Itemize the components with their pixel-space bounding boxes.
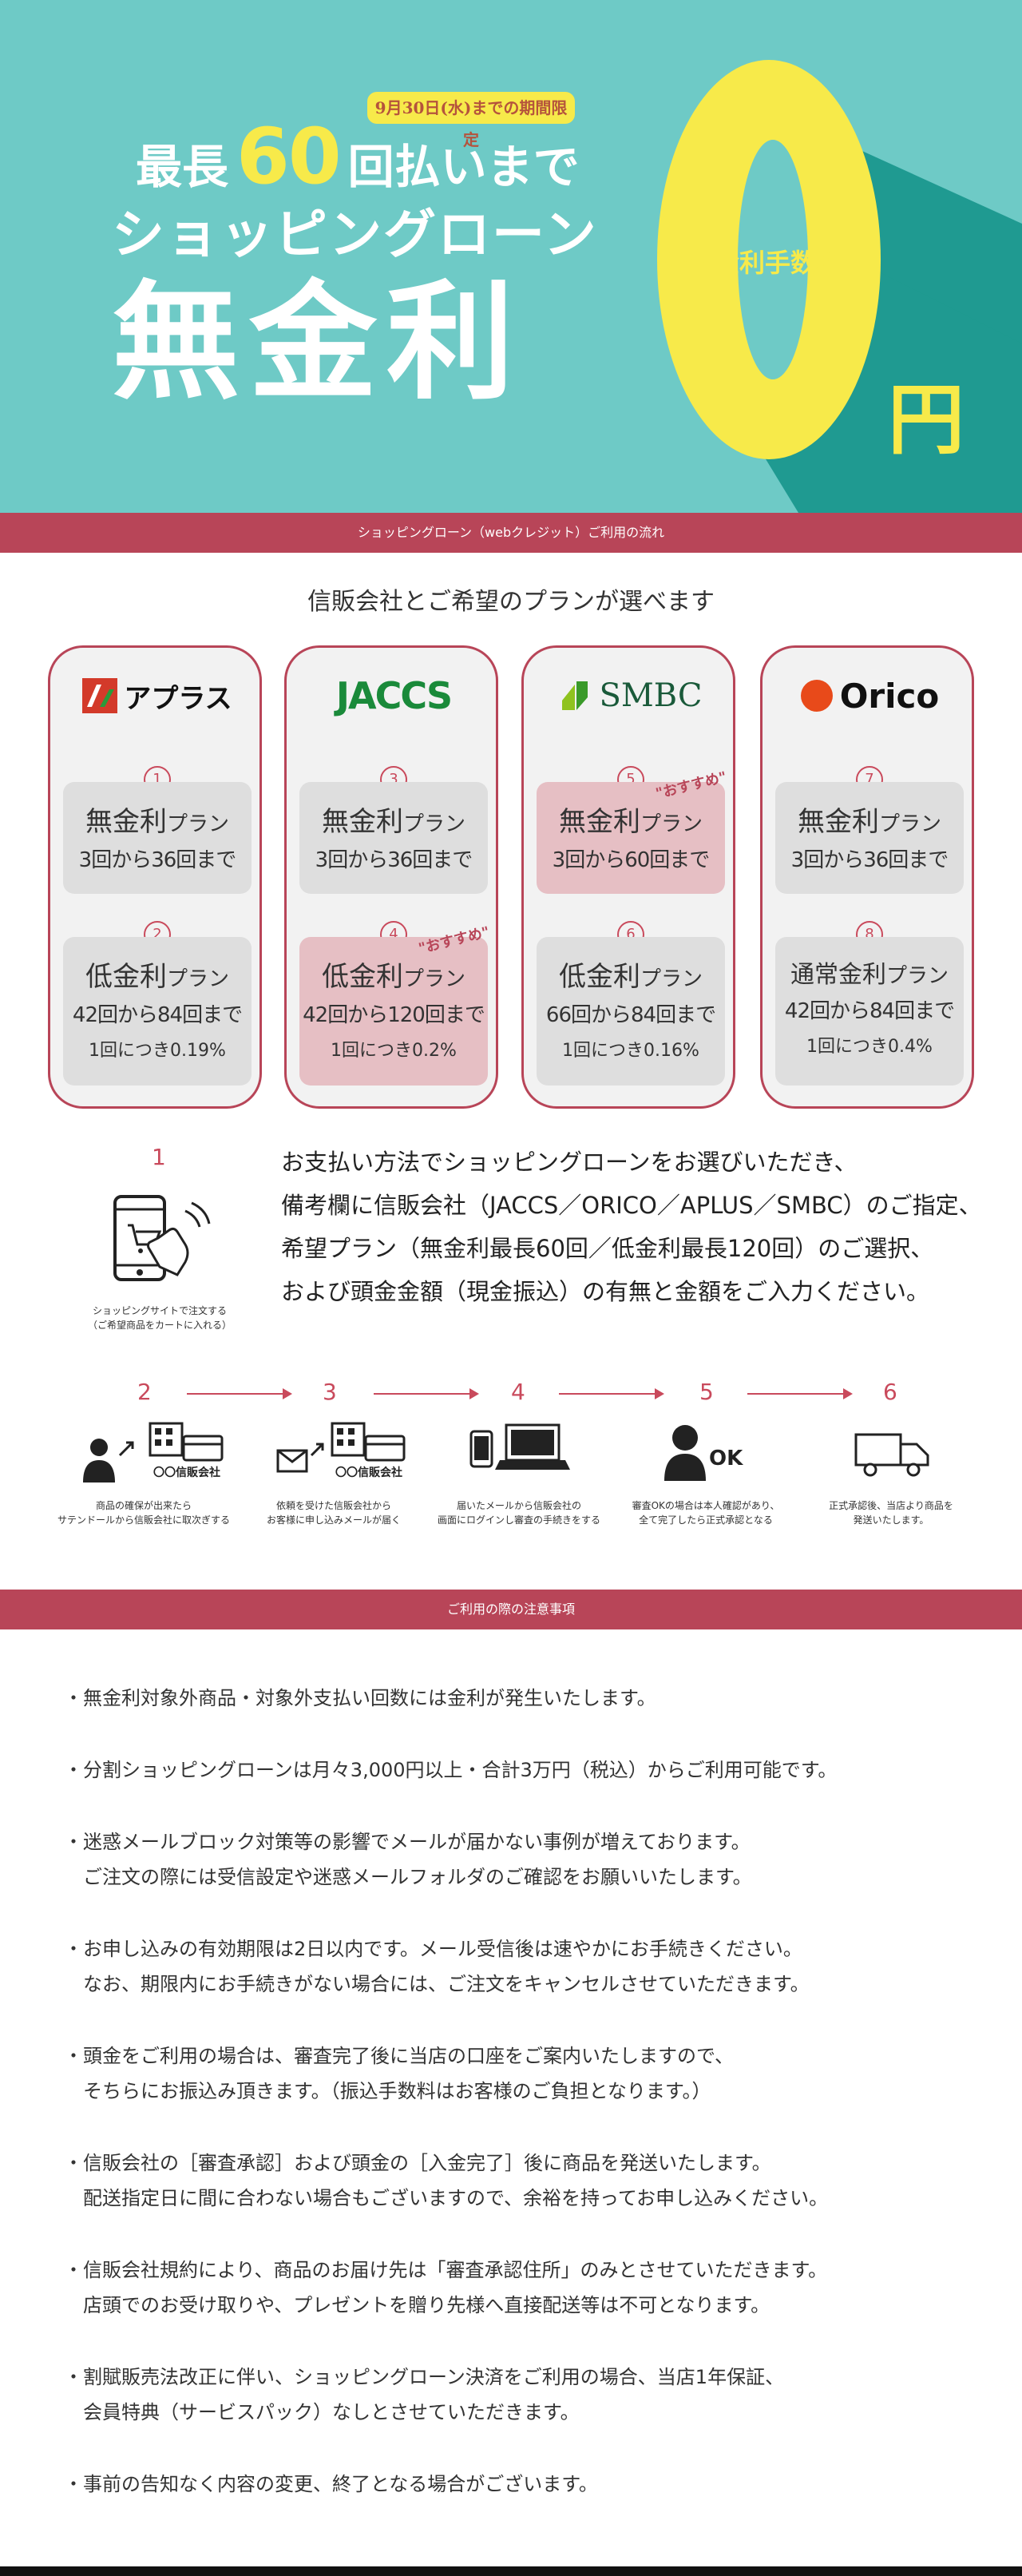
hero-zero-numeral	[645, 48, 893, 471]
footer-bar	[0, 2566, 1022, 2576]
note-item: ・お申し込みの有効期限は2日以内です。メール受信後は速やかにお手続きください。 …	[64, 1938, 810, 1995]
hero-line-shopping-loan: ショッピングローン	[112, 203, 598, 265]
plan-box-no-interest[interactable]: 無金利プラン 3回から60回まで	[537, 782, 725, 894]
plan-box-low-interest[interactable]: 低金利プラン 42回から84回まで 1回につき0.19%	[63, 937, 252, 1086]
smbc-logo: SMBC	[532, 672, 730, 720]
note-item: ・迷惑メールブロック対策等の影響でメールが届かない事例が増えております。 ご注文…	[64, 1831, 752, 1888]
note-item: ・信販会社規約により、商品のお届け先は「審査承認住所」のみとさせていただきます。…	[64, 2259, 828, 2316]
approved-person-icon: OK	[664, 1425, 743, 1481]
notes-list: ・無金利対象外商品・対象外支払い回数には金利が発生いたします。 ・分割ショッピン…	[64, 1681, 974, 2538]
company-card-orico: Orico 7 無金利プラン 3回から36回まで 8 通常金利プラン 42回から…	[760, 645, 974, 1109]
note-item: ・割賦販売法改正に伴い、ショッピングローン決済をご利用の場合、当店1年保証、 会…	[64, 2366, 785, 2423]
flow-section-title: ショッピングローン（webクレジット）ご利用の流れ	[0, 513, 1022, 553]
notes-section-title: ご利用の際の注意事項	[0, 1590, 1022, 1629]
hero-line-no-interest: 無金利	[112, 267, 525, 417]
svg-text:OK: OK	[709, 1447, 743, 1471]
phone-and-laptop-icon	[469, 1423, 570, 1470]
step-number: 3	[323, 1379, 337, 1405]
flow-arrow	[559, 1388, 664, 1399]
note-item: ・信販会社の［審査承認］および頭金の［入金完了］後に商品を発送いたします。 配送…	[64, 2152, 829, 2209]
note-item: ・頭金をご利用の場合は、審査完了後に当店の口座をご案内いたしますので、 そちらに…	[64, 2045, 735, 2102]
aplus-logo: アプラス	[58, 672, 256, 720]
step1-instructions: お支払い方法でショッピングローンをお選びいただき、 備考欄に信販会社（JACCS…	[281, 1149, 982, 1305]
plan-box-low-interest[interactable]: 低金利プラン 42回から120回まで 1回につき0.2%	[299, 937, 488, 1086]
delivery-truck-icon	[854, 1433, 929, 1477]
hero-fee-label: 分割金利手数料	[663, 248, 842, 278]
plan-box-no-interest[interactable]: 無金利プラン 3回から36回まで	[775, 782, 964, 894]
step-number: 1	[152, 1144, 166, 1170]
step-number: 5	[699, 1379, 714, 1405]
svg-text:〇〇信販会社: 〇〇信販会社	[153, 1466, 220, 1479]
step-number: 6	[883, 1379, 897, 1405]
flow-step-caption: 正式承認後、当店より商品を発送いたします。	[829, 1500, 953, 1526]
plan-box-normal-interest[interactable]: 通常金利プラン 42回から84回まで 1回につき0.4%	[775, 937, 964, 1086]
mail-from-company-icon: 〇〇信販会社	[276, 1422, 406, 1479]
note-item: ・事前の告知なく内容の変更、終了となる場合がございます。	[64, 2473, 598, 2495]
flow-arrow	[374, 1388, 479, 1399]
note-item: ・無金利対象外商品・対象外支払い回数には金利が発生いたします。	[64, 1687, 656, 1709]
jaccs-logo: JACCS	[335, 674, 453, 717]
plan-box-low-interest[interactable]: 低金利プラン 66回から84回まで 1回につき0.16%	[537, 937, 725, 1086]
note-item: ・分割ショッピングローンは月々3,000円以上・合計3万円（税込）からご利用可能…	[64, 1759, 838, 1781]
plan-box-no-interest[interactable]: 無金利プラン 3回から36回まで	[63, 782, 252, 894]
flow-step-caption: 依頼を受けた信販会社からお客様に申し込みメールが届く	[266, 1500, 401, 1526]
step-number: 4	[511, 1379, 525, 1405]
flow-step-caption: 審査OKの場合は本人確認があり、全て完了したら正式承認となる	[632, 1500, 780, 1526]
flow-step-caption: 商品の確保が出来たらサテンドールから信販会社に取次ぎする	[57, 1500, 230, 1526]
flow-arrow	[187, 1388, 292, 1399]
smartphone-tap-icon	[113, 1195, 211, 1281]
orico-logo-icon	[800, 680, 833, 712]
company-card-aplus: アプラス 1 無金利プラン 3回から36回まで 2 低金利プラン 42回から84…	[48, 645, 262, 1109]
flow-step-caption: 届いたメールから信販会社の画面にログインし審査の手続きをする	[437, 1500, 600, 1526]
hero-yen: 円	[888, 375, 965, 465]
smbc-logo-icon	[562, 681, 588, 710]
company-card-jaccs: JACCS 3 無金利プラン 3回から36回まで 4 低金利プラン 42回から1…	[284, 645, 498, 1109]
step-number: 2	[137, 1379, 152, 1405]
aplus-logo-icon	[82, 678, 118, 713]
step1-caption: ショッピングサイトで注文する （ご希望商品をカートに入れる）	[87, 1305, 232, 1331]
period-badge: 9月30日(水)までの期間限定	[367, 92, 575, 149]
hero-shadow-shape	[759, 144, 1022, 513]
orico-logo: Orico	[770, 672, 969, 720]
svg-text:〇〇信販会社: 〇〇信販会社	[335, 1466, 402, 1479]
company-card-smbc: SMBC 5 無金利プラン 3回から60回まで "おすすめ" 6 低金利プラン …	[521, 645, 735, 1109]
plan-box-no-interest[interactable]: 無金利プラン 3回から36回まで	[299, 782, 488, 894]
flow-arrow	[747, 1388, 853, 1399]
flow-section-subtitle: 信販会社とご希望のプランが選べます	[307, 588, 715, 616]
person-to-company-icon: 〇〇信販会社	[83, 1422, 224, 1482]
